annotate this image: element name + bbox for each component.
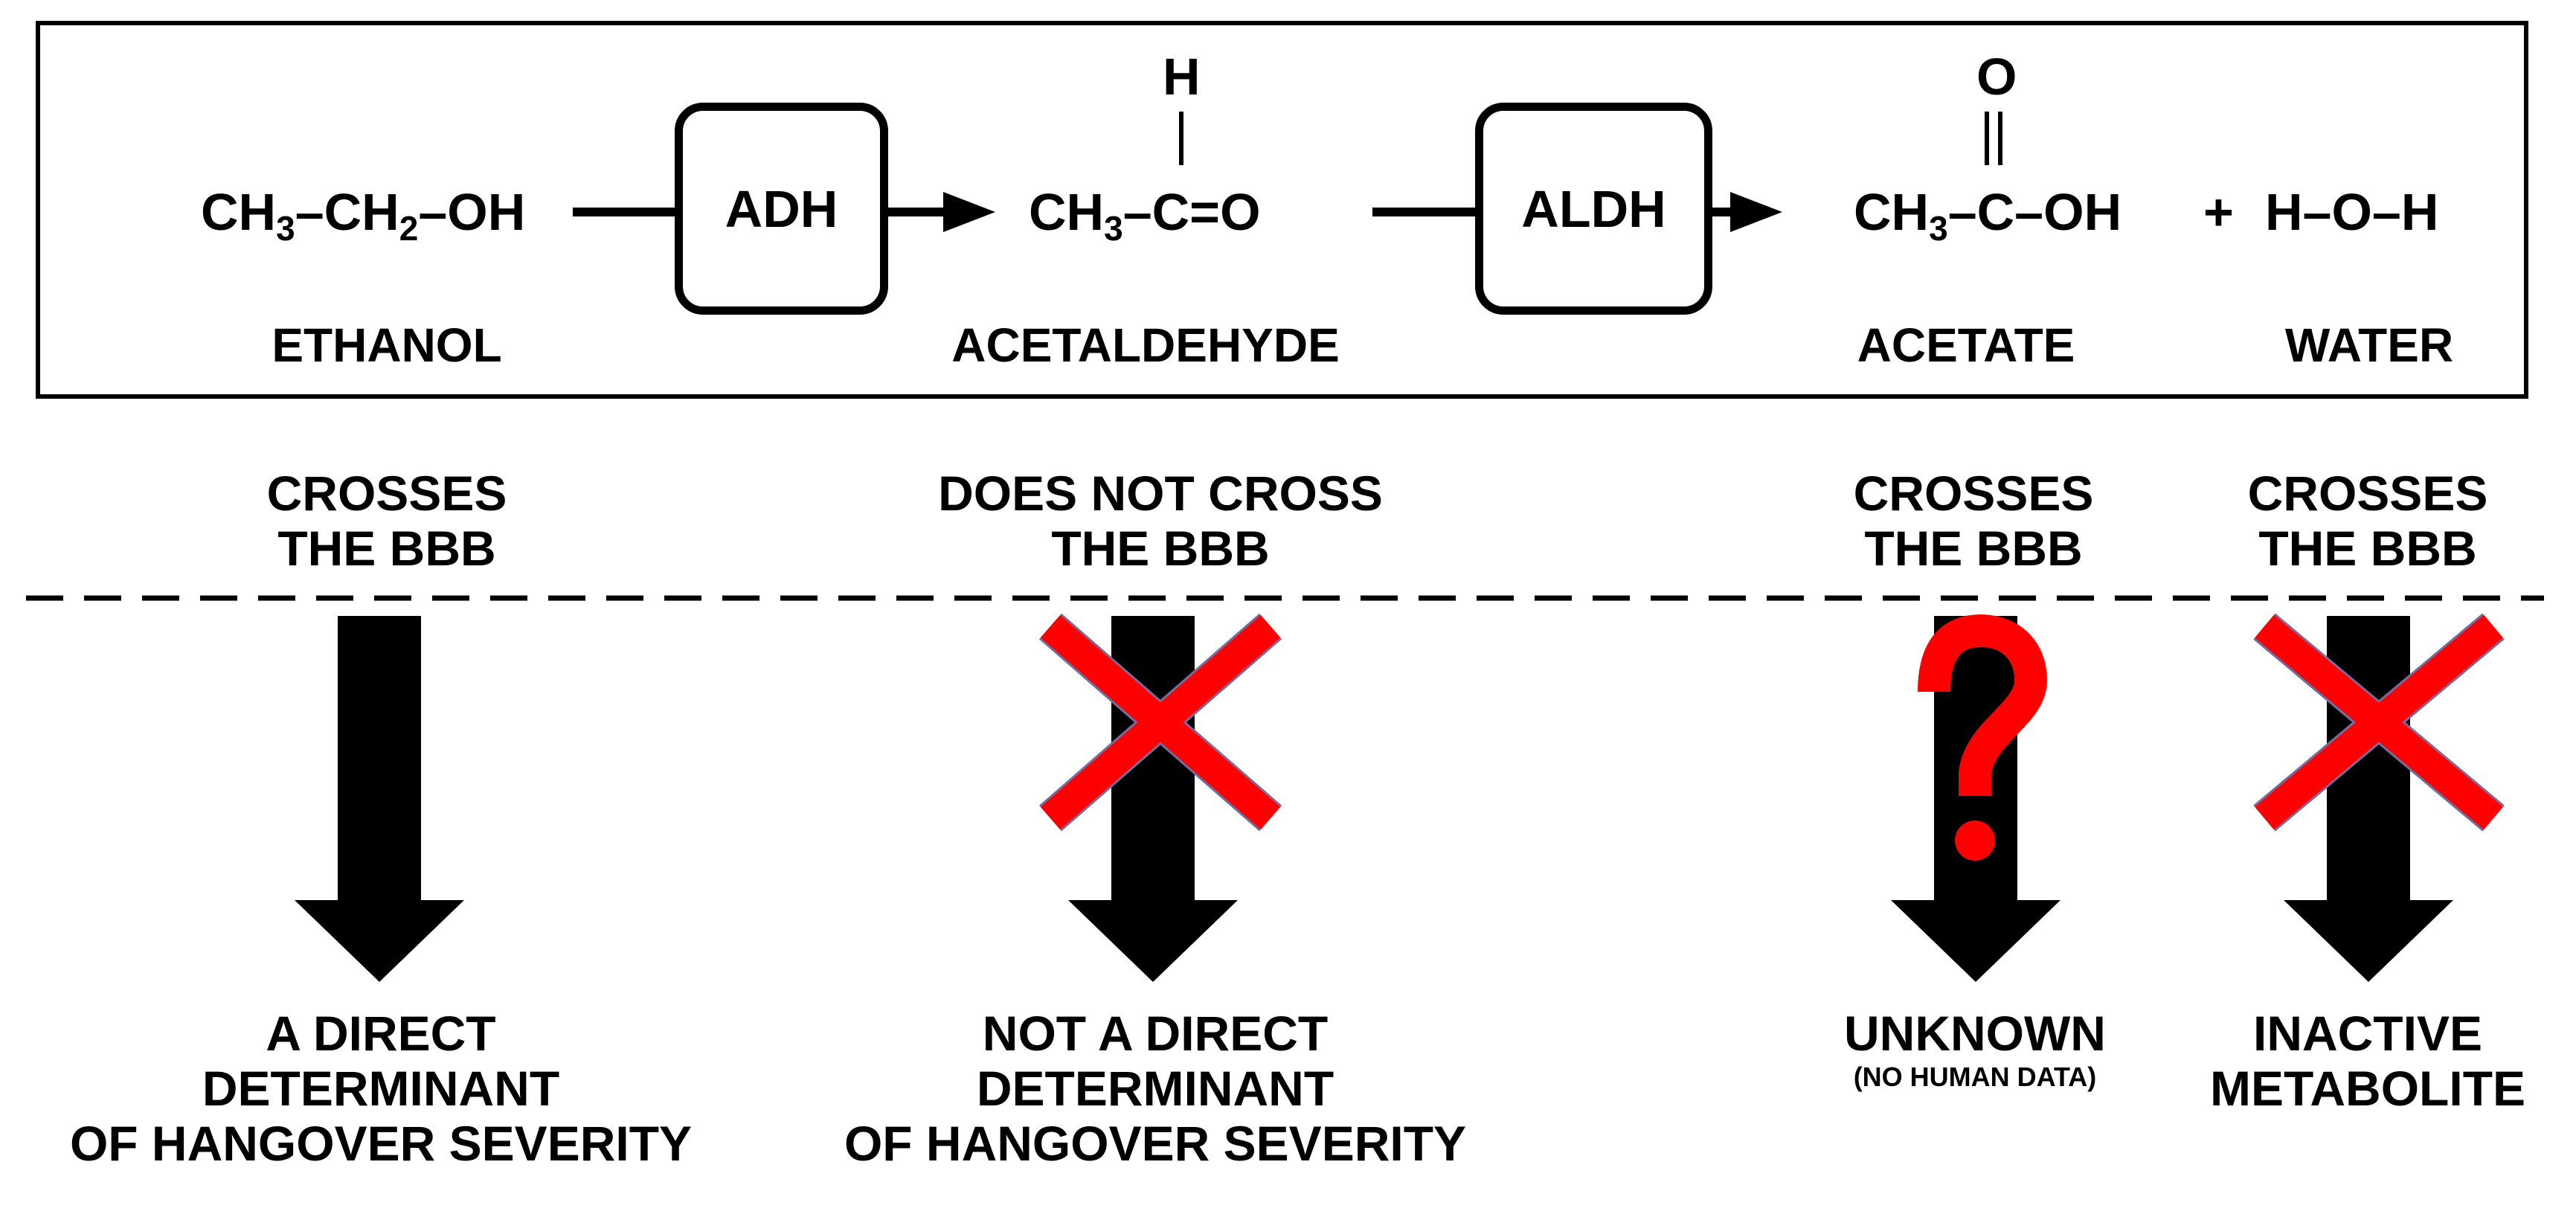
aldh-label: ALDH — [1521, 179, 1666, 238]
acetaldehyde-label: ACETALDEHYDE — [951, 318, 1340, 372]
acetate-o-atom: O — [1976, 48, 2017, 106]
adh-enzyme-box: ADH — [675, 103, 888, 315]
reaction-box — [36, 21, 2528, 399]
water-down-arrow — [2284, 616, 2453, 982]
red-x-icon — [1038, 613, 1282, 832]
adh-label: ADH — [725, 179, 838, 238]
water-label: WATER — [2284, 318, 2454, 372]
aldh-enzyme-box: ALDH — [1475, 103, 1712, 315]
red-question-mark-icon — [1918, 614, 2048, 861]
acetate-outcome: UNKNOWN(NO HUMAN DATA) — [1844, 1006, 2106, 1092]
water-formula: H–O–H — [2265, 183, 2439, 241]
ethanol-formula: CH3–CH2–OH — [201, 183, 526, 248]
acetaldehyde-h-atom: H — [1163, 48, 1201, 106]
acetate-label: ACETATE — [1857, 318, 2075, 372]
plus-sign: + — [2203, 183, 2234, 241]
acetaldehyde-down-arrow — [1068, 616, 1238, 982]
red-x-icon — [2253, 613, 2505, 832]
acetate-down-arrow — [1891, 616, 2061, 982]
reaction-arrow-2 — [1372, 192, 1782, 232]
acetaldehyde-formula: CH3–C=O — [1029, 183, 1261, 248]
acetate-formula: CH3–C–OH — [1854, 183, 2122, 248]
reaction-arrow-1 — [573, 192, 995, 232]
no-human-data-note: (NO HUMAN DATA) — [1853, 1062, 2097, 1092]
ethanol-label: ETHANOL — [272, 318, 502, 372]
ethanol-down-arrow — [295, 616, 464, 982]
